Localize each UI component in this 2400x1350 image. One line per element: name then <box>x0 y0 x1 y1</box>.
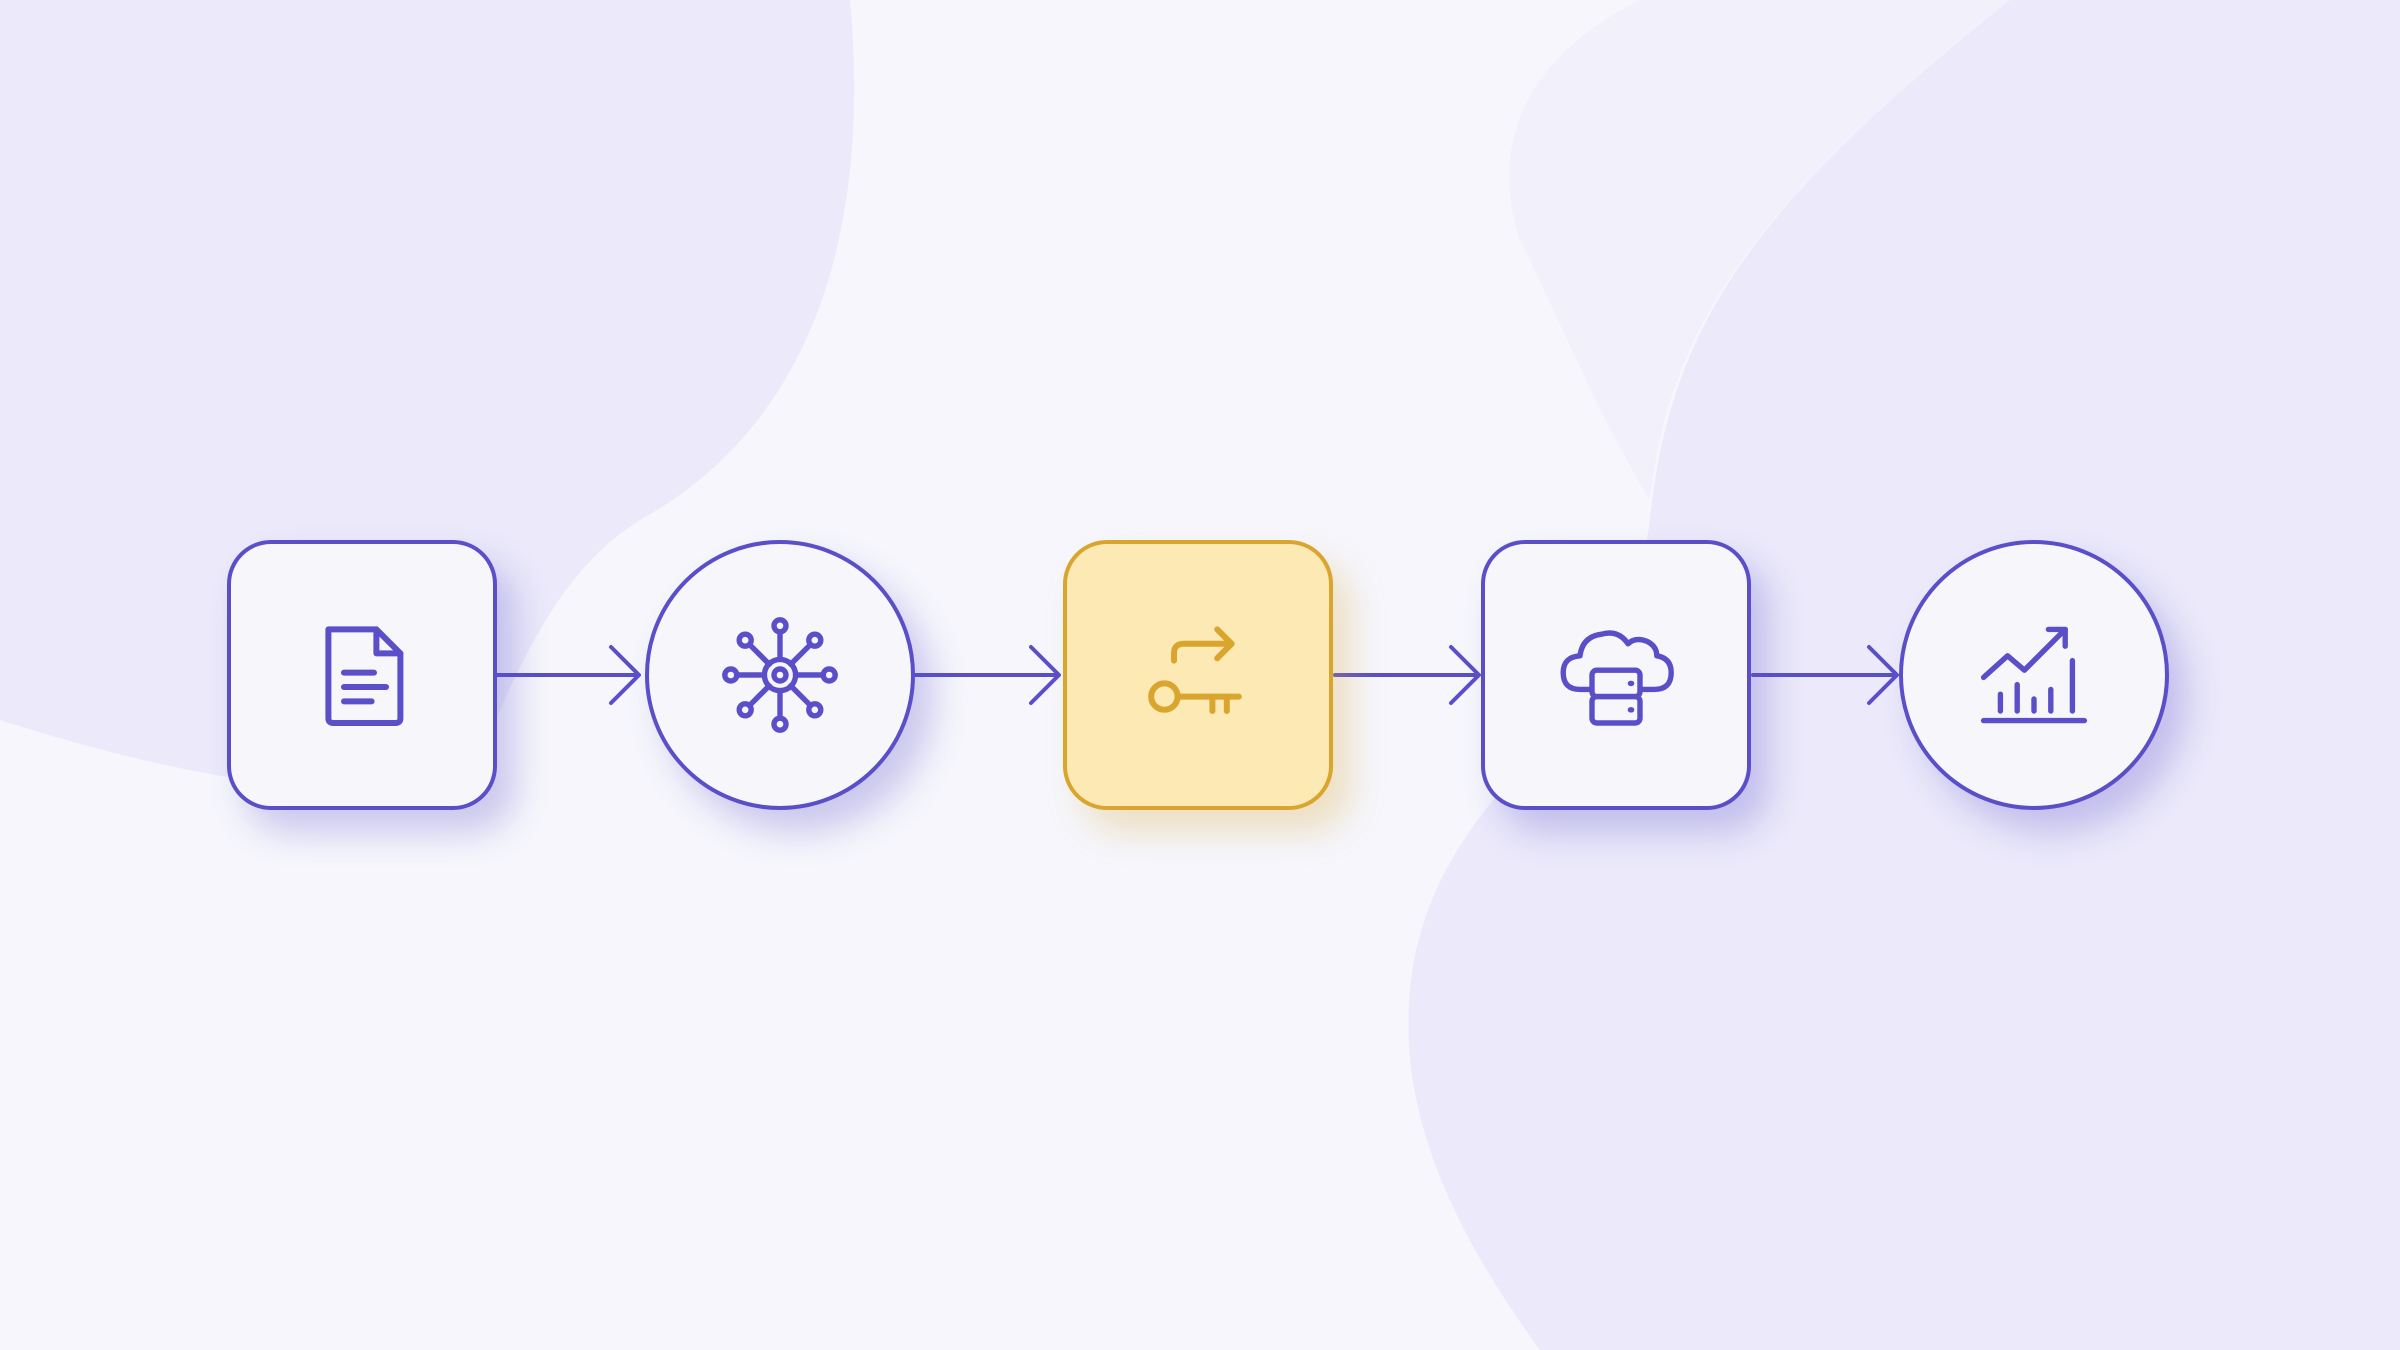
chart-growth-icon <box>1980 626 2088 724</box>
step-node-network[interactable] <box>645 540 915 810</box>
arrow-connector-3 <box>1333 645 1481 705</box>
step-node-analytics[interactable] <box>1899 540 2169 810</box>
step-node-document[interactable] <box>227 540 497 810</box>
arrow-connector-1 <box>495 645 641 705</box>
step-node-key-highlighted[interactable] <box>1063 540 1333 810</box>
background-blob-right-inner <box>1509 0 2010 500</box>
document-icon <box>325 626 404 726</box>
network-hub-icon <box>722 617 838 733</box>
arrow-connector-2 <box>913 645 1061 705</box>
step-node-cloud-server[interactable] <box>1481 540 1751 810</box>
background-blob-left <box>0 0 855 790</box>
cloud-server-icon <box>1560 630 1674 726</box>
arrow-connector-4 <box>1751 645 1899 705</box>
key-forward-icon <box>1148 626 1242 714</box>
